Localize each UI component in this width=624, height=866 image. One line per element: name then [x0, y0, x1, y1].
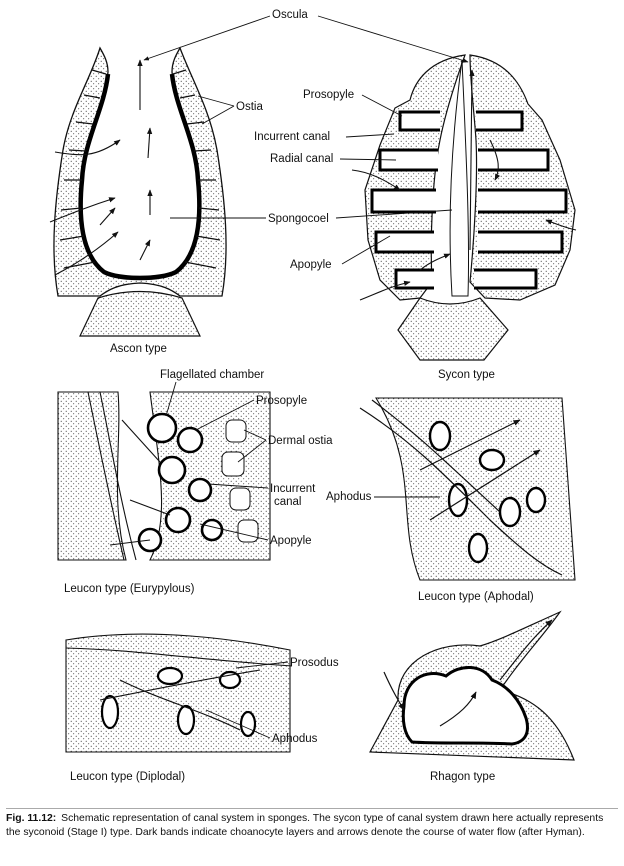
sycon-radial-canals-right: [474, 110, 568, 290]
ascon-base: [79, 290, 201, 337]
leucon-eurypylous-chambers: [137, 412, 224, 553]
leucon-diplodal-leaders: [205, 661, 289, 739]
leucon-eurypylous-title: Leucon type (Eurypylous): [64, 583, 195, 595]
ascon-diagram: Ascon type Ostia: [49, 46, 263, 355]
leucon-label-flagellated-chamber: Flagellated chamber: [160, 369, 264, 381]
leucon-label-incurrent-1: Incurrent: [270, 483, 316, 495]
leucon-aphodal-title: Leucon type (Aphodal): [418, 591, 534, 603]
sycon-label-incurrent-canal: Incurrent canal: [254, 131, 330, 143]
caption-text: Schematic representation of canal system…: [6, 813, 604, 838]
sycon-title: Sycon type: [438, 369, 495, 381]
rhagon-flow-arrows: [383, 619, 553, 727]
leucon-eurypylous-diagram: Leucon type (Eurypylous) Flagellated cha…: [57, 369, 333, 595]
sycon-base: [397, 297, 509, 361]
leucon-eurypylous-leaders: [165, 381, 269, 541]
ascon-ostia-leaders: [197, 95, 235, 125]
ascon-label-ostia: Ostia: [236, 101, 263, 113]
leucon-diplodal-title: Leucon type (Diplodal): [70, 771, 185, 783]
sycon-wall-right: [469, 54, 576, 301]
leucon-label-dermal-ostia: Dermal ostia: [268, 435, 333, 447]
ascon-pore-lines: [59, 69, 221, 269]
caption-number: Fig. 11.12:: [6, 813, 57, 824]
sycon-spongocoel: [449, 59, 470, 297]
sycon-flow-arrows: [351, 69, 577, 301]
leucon-diplodal-mesohyl: [65, 633, 291, 753]
rhagon-title: Rhagon type: [430, 771, 495, 783]
leucon-aphodal-diagram: Leucon type (Aphodal) Aphodus: [326, 397, 576, 603]
sycon-label-prosopyle: Prosopyle: [303, 89, 354, 101]
ascon-flow-arrows: [49, 59, 153, 276]
leucon-label-incurrent-2: canal: [274, 496, 302, 508]
leucon-eurypylous-dermal-cells: [221, 419, 259, 543]
ascon-choanocyte-band: [78, 73, 202, 281]
figure-caption: Fig. 11.12: Schematic representation of …: [6, 808, 618, 866]
leucon-diplodal-label-prosodus: Prosodus: [290, 657, 339, 669]
sycon-label-radial-canal: Radial canal: [270, 153, 333, 165]
oscula-leaders: [143, 15, 469, 63]
ascon-sycon-label-spongocoel: Spongocoel: [268, 213, 329, 225]
leucon-diplodal-label-aphodus: Aphodus: [272, 733, 318, 745]
leucon-eurypylous-mesohyl: [57, 391, 127, 561]
ascon-title: Ascon type: [110, 343, 167, 355]
sycon-diagram: Sycon type Prosopyle Incurrent canal Rad…: [170, 54, 577, 381]
sycon-radial-canals-left: [370, 110, 440, 290]
leucon-eurypylous-label-apopyle: Apopyle: [270, 535, 312, 547]
leucon-eurypylous-label-prosopyle: Prosopyle: [256, 395, 307, 407]
leucon-eurypylous-canals: [87, 391, 171, 561]
leucon-diplodal-canals: [65, 647, 293, 731]
rhagon-diagram: Rhagon type: [369, 610, 575, 783]
oscula-label: Oscula: [272, 9, 308, 21]
leucon-aphodal-canals: [359, 399, 563, 576]
leucon-aphodal-label-aphodus: Aphodus: [326, 491, 372, 503]
sycon-label-apopyle: Apopyle: [290, 259, 332, 271]
sycon-wall-left: [364, 54, 466, 301]
sycon-leaders: [170, 94, 453, 265]
leucon-diplodal-diagram: Leucon type (Diplodal) Prosodus Aphodus: [65, 633, 339, 783]
